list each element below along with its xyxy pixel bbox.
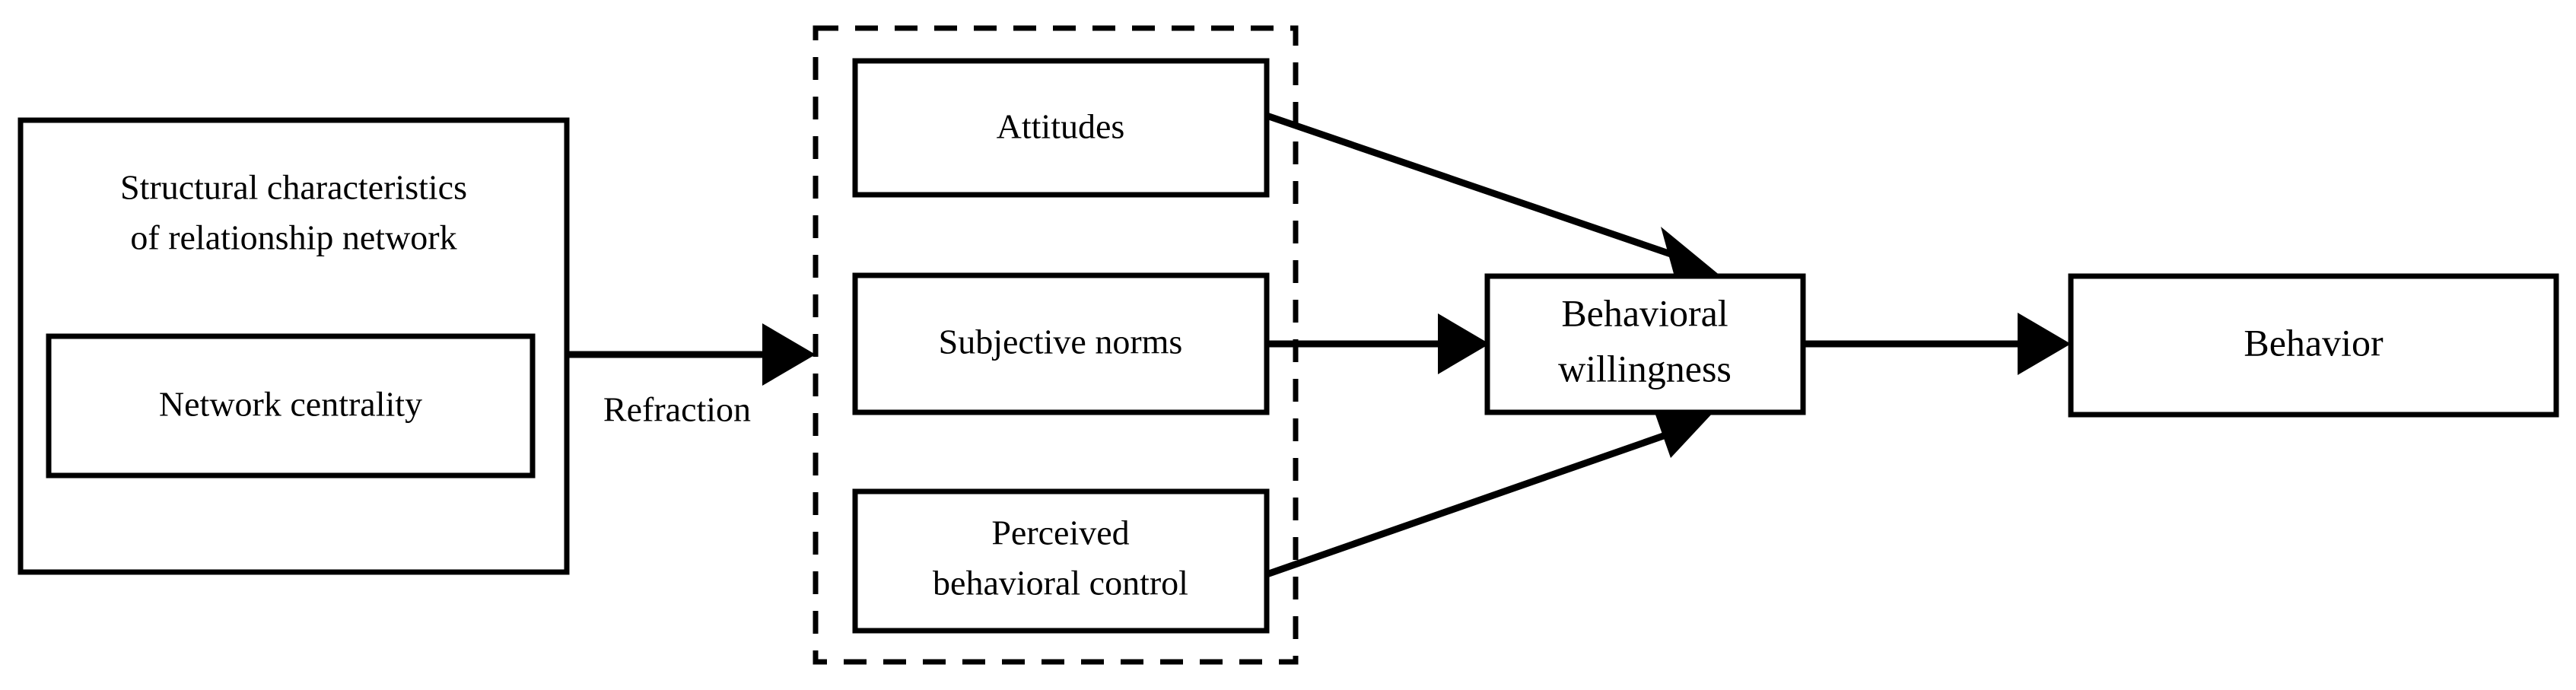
edge-willingness-to-behavior (1803, 313, 2071, 375)
edge-attitudes-to-willingness (1265, 112, 1721, 288)
refraction-edge-label: Refraction (603, 390, 751, 429)
pbc-arrow-head (1651, 402, 1713, 458)
behavioral-willingness-label-line2: willingness (1558, 347, 1732, 390)
edge-norms-to-willingness (1267, 313, 1490, 374)
structural-characteristics-label-line2: of relationship network (130, 218, 456, 257)
attitudes-arrow-shaft (1265, 112, 1681, 261)
behavior-arrow-head (2018, 313, 2071, 375)
behavior-label: Behavior (2244, 321, 2384, 364)
perceived-behavioral-control-box[interactable] (852, 488, 1270, 634)
edge-refraction: Refraction (567, 323, 816, 429)
node-network-centrality[interactable]: Network centrality (46, 333, 536, 479)
attitudes-arrow-head (1661, 227, 1721, 288)
structural-characteristics-label-line1: Structural characteristics (120, 168, 467, 207)
behavioral-willingness-label-line1: Behavioral (1561, 291, 1728, 334)
attitudes-label: Attitudes (997, 107, 1125, 146)
behavior-box[interactable] (2068, 273, 2559, 418)
node-behavior[interactable]: Behavior (2068, 273, 2559, 418)
network-centrality-label: Network centrality (159, 385, 422, 424)
subjective-norms-label: Subjective norms (939, 323, 1183, 361)
perceived-behavioral-control-label-line1: Perceived (991, 514, 1129, 552)
norms-arrow-head (1438, 313, 1490, 374)
edge-pbc-to-willingness (1265, 402, 1713, 578)
attitudes-box[interactable] (852, 58, 1270, 198)
network-centrality-box[interactable] (46, 333, 536, 479)
pbc-arrow-shaft (1265, 430, 1671, 578)
refraction-arrow-head (762, 323, 816, 386)
node-perceived-behavioral-control[interactable]: Perceived behavioral control (852, 488, 1270, 634)
node-attitudes[interactable]: Attitudes (852, 58, 1270, 198)
node-subjective-norms[interactable]: Subjective norms (852, 272, 1270, 415)
node-behavioral-willingness[interactable]: Behavioral willingness (1484, 273, 1806, 415)
behavioral-willingness-box[interactable] (1484, 273, 1806, 415)
perceived-behavioral-control-label-line2: behavioral control (933, 564, 1188, 603)
